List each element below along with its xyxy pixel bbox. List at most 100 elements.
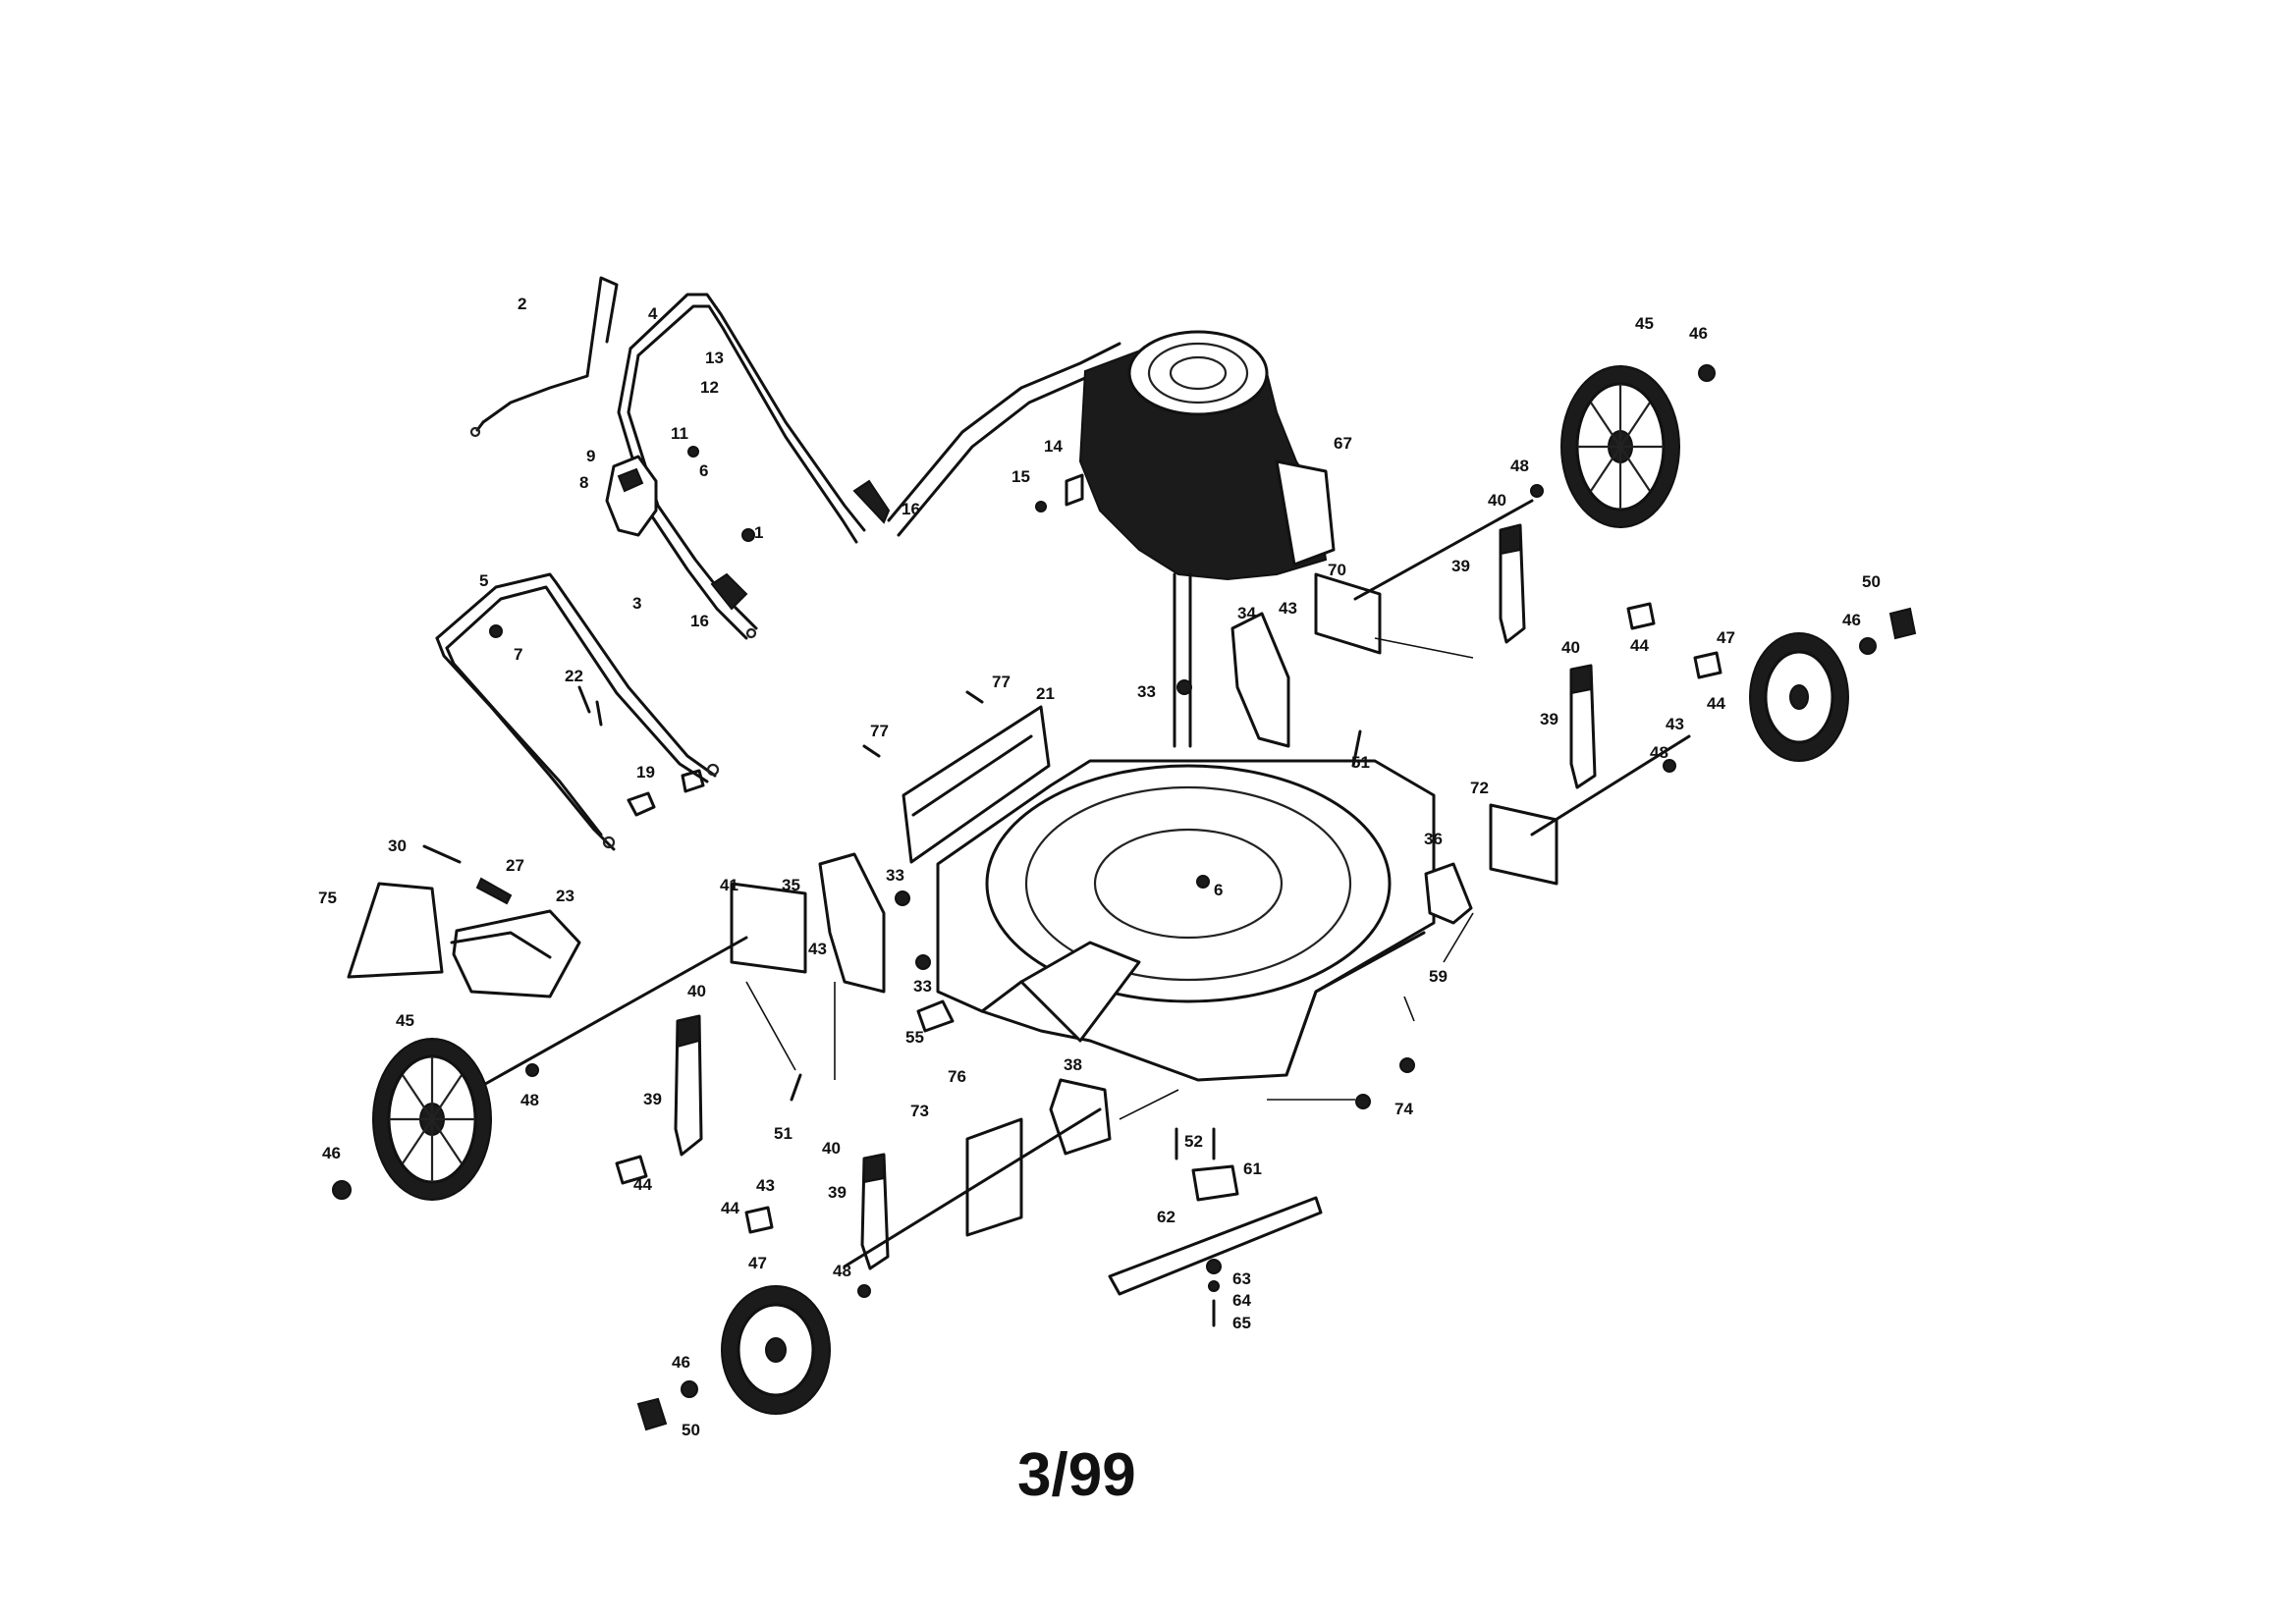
callout-33-deck: 33 — [913, 977, 932, 996]
starter-cord-guide — [605, 455, 658, 537]
callout-33-left: 33 — [886, 866, 904, 885]
callout-15: 15 — [1011, 467, 1030, 486]
callout-48-right: 48 — [1650, 743, 1668, 762]
hubcaps-and-nuts — [332, 364, 1917, 1431]
wheel-rear-left — [721, 1285, 831, 1415]
callout-44-right-top: 44 — [1630, 636, 1649, 655]
callout-72: 72 — [1470, 779, 1489, 797]
callout-52: 52 — [1184, 1132, 1203, 1151]
page-label: 3/99 — [1017, 1441, 1136, 1509]
callout-62: 62 — [1157, 1208, 1175, 1226]
callout-76: 76 — [948, 1067, 966, 1086]
rear-flap — [902, 705, 1051, 864]
callout-21: 21 — [1036, 684, 1055, 703]
wheel-rear-right — [1749, 632, 1849, 762]
callout-40-left: 40 — [687, 982, 706, 1000]
callout-43-right: 43 — [1666, 715, 1684, 733]
callout-44-right: 44 — [1707, 694, 1725, 713]
callout-47-left: 47 — [748, 1254, 767, 1272]
callout-73: 73 — [910, 1102, 929, 1120]
callout-39-left: 39 — [643, 1090, 662, 1108]
callout-55: 55 — [905, 1028, 924, 1047]
callout-43-bottom: 43 — [756, 1176, 775, 1195]
deck-brackets — [730, 572, 1558, 1237]
callout-48-left: 48 — [520, 1091, 539, 1109]
callout-33-center: 33 — [1137, 682, 1156, 701]
callout-38: 38 — [1064, 1055, 1082, 1074]
callout-67: 67 — [1334, 434, 1352, 453]
callout-19: 19 — [636, 763, 655, 782]
callout-70: 70 — [1328, 561, 1346, 579]
callout-46-bottom: 46 — [672, 1353, 690, 1372]
callout-40-right-top: 40 — [1488, 491, 1506, 510]
callout-40-bottom: 40 — [822, 1139, 841, 1158]
callout-22: 22 — [565, 667, 583, 685]
callout-51-left: 51 — [774, 1124, 793, 1143]
control-bar — [469, 276, 619, 438]
lower-handle — [435, 572, 720, 851]
callout-63: 63 — [1232, 1269, 1251, 1288]
callout-11: 11 — [671, 424, 688, 443]
callout-74: 74 — [1394, 1100, 1413, 1118]
callout-75: 75 — [318, 889, 337, 907]
callout-44-bottom: 44 — [721, 1199, 739, 1217]
callout-40-right: 40 — [1561, 638, 1580, 657]
callout-16-lower: 16 — [690, 612, 709, 630]
wheel-front-left — [372, 1038, 492, 1201]
callout-1: 1 — [754, 523, 763, 542]
callout-39-right-top: 39 — [1451, 557, 1470, 575]
callout-65: 65 — [1232, 1314, 1251, 1332]
callout-50-bottom: 50 — [682, 1421, 700, 1439]
callout-61: 61 — [1243, 1160, 1262, 1178]
callout-labels: 2 4 13 12 11 6 9 8 1 16 3 16 5 7 22 19 3… — [318, 295, 1881, 1439]
throttle-bracket — [1035, 473, 1084, 512]
callout-23: 23 — [556, 887, 574, 905]
callout-45-right: 45 — [1635, 314, 1654, 333]
grass-chute-parts — [347, 844, 581, 998]
callout-27: 27 — [506, 856, 524, 875]
callout-45-left: 45 — [396, 1011, 414, 1030]
callout-48-right-top: 48 — [1510, 457, 1529, 475]
callout-39-right: 39 — [1540, 710, 1558, 728]
mower-deck — [936, 759, 1436, 1082]
callout-36: 36 — [1424, 830, 1443, 848]
callout-64: 64 — [1232, 1291, 1251, 1310]
callout-16-upper: 16 — [902, 500, 920, 518]
callout-5: 5 — [479, 571, 488, 590]
callout-47-right: 47 — [1717, 628, 1735, 647]
callout-59: 59 — [1429, 967, 1448, 986]
callout-7: 7 — [514, 645, 522, 664]
blade-assembly — [1108, 1127, 1323, 1327]
callout-44-left: 44 — [633, 1175, 652, 1194]
callout-14: 14 — [1044, 437, 1063, 456]
wheel-front-right — [1560, 365, 1680, 528]
callout-39-bottom: 39 — [828, 1183, 847, 1202]
callout-43-center: 43 — [1279, 599, 1297, 618]
callout-51-center: 51 — [1351, 753, 1370, 772]
callout-43-left: 43 — [808, 940, 827, 958]
callout-9: 9 — [586, 447, 595, 465]
callout-46-right: 46 — [1842, 611, 1861, 629]
callout-35: 35 — [782, 876, 800, 894]
callout-12: 12 — [700, 378, 719, 397]
engine — [887, 330, 1336, 748]
callout-77-upper: 77 — [992, 673, 1011, 691]
cable-clips — [687, 446, 891, 611]
callout-30: 30 — [388, 836, 407, 855]
handle-knobs — [577, 685, 705, 817]
callout-46-left: 46 — [322, 1144, 341, 1162]
callout-50-right: 50 — [1862, 572, 1881, 591]
callout-77-lower: 77 — [870, 722, 889, 740]
callout-2: 2 — [518, 295, 526, 313]
upper-handle — [617, 293, 866, 640]
callout-13: 13 — [705, 349, 724, 367]
callout-6: 6 — [699, 461, 708, 480]
callout-6-deck: 6 — [1214, 881, 1223, 899]
callout-48-bottom: 48 — [833, 1262, 851, 1280]
height-adjuster-levers — [674, 523, 1597, 1270]
callout-34: 34 — [1237, 604, 1256, 622]
callout-8: 8 — [579, 473, 588, 492]
callout-3: 3 — [632, 594, 641, 613]
